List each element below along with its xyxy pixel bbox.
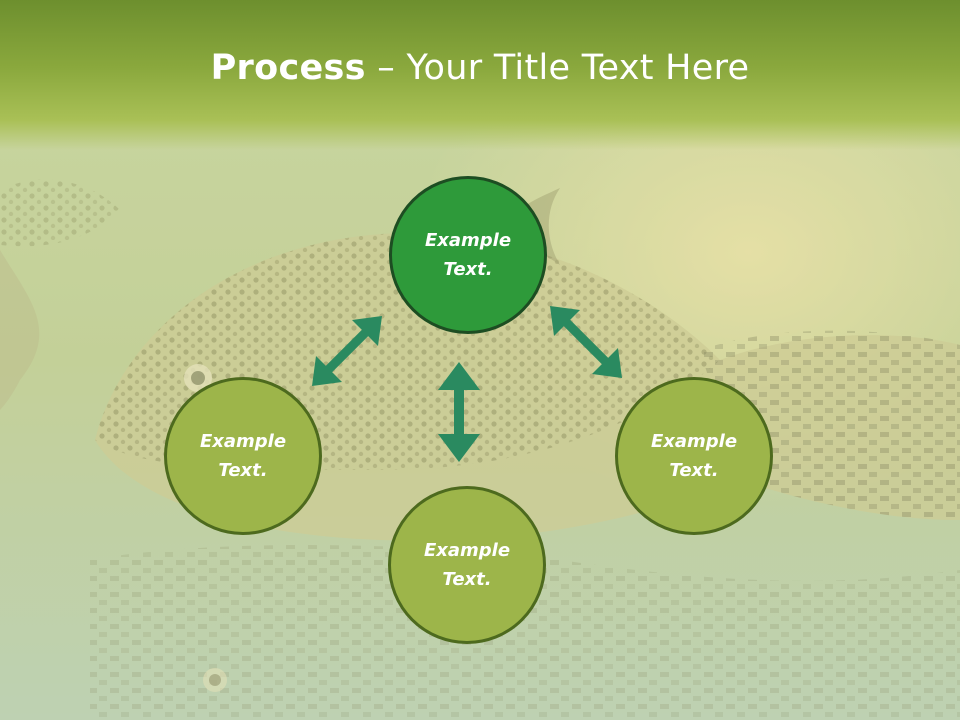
process-node-left-label: Example Text. [199,431,287,481]
process-node-right-label: Example Text. [650,431,738,481]
process-node-top-label: Example Text. [424,230,512,280]
title-bold-text: Process [210,48,366,88]
process-node-bottom[interactable]: Example Text. [388,486,546,644]
double-arrow-icon [312,316,382,386]
double-arrow-icon [550,306,622,378]
process-node-right[interactable]: Example Text. [615,377,773,535]
double-arrow-icon [438,362,480,462]
process-node-bottom-label: Example Text. [423,540,511,590]
process-node-left[interactable]: Example Text. [164,377,322,535]
title-light-text: – Your Title Text Here [365,48,750,88]
process-node-top[interactable]: Example Text. [389,176,547,334]
slide-title: Process – Your Title Text Here [0,48,960,88]
title-bar [0,0,960,150]
